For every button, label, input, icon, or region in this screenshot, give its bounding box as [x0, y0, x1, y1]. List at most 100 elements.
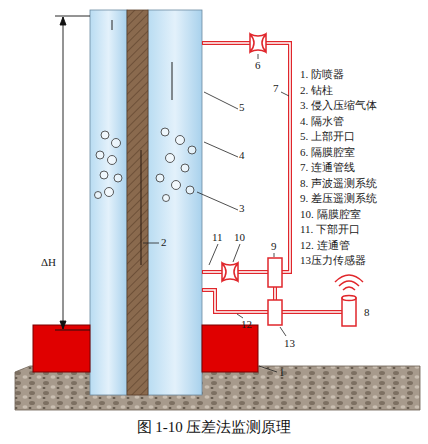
callout-number: 4 — [239, 149, 245, 162]
legend-item: 7. 连通管线 — [300, 161, 355, 174]
diaphragm-chamber — [222, 263, 238, 281]
telemetry-box — [268, 300, 282, 325]
gas-bubbles — [186, 186, 194, 194]
gas-bubbles — [96, 151, 104, 159]
gas-bubbles — [156, 174, 164, 182]
callout-number: 2 — [161, 236, 167, 249]
leader-lines — [237, 314, 243, 318]
diaphragm-chamber — [222, 34, 266, 281]
callout-number: 6 — [255, 59, 261, 72]
acoustic-sensor — [335, 275, 363, 326]
leader-lines — [204, 142, 238, 157]
flow-marks — [172, 62, 173, 100]
leader-lines — [280, 327, 286, 336]
acoustic-sensor — [342, 296, 356, 301]
legend-item: 2. 钻柱 — [300, 84, 333, 97]
leader-lines — [204, 92, 238, 109]
callout-number: 8 — [364, 306, 370, 319]
diaphragm-chamber — [250, 34, 266, 52]
riser-pipe — [90, 10, 127, 395]
diaphragm-chamber — [222, 263, 238, 281]
legend-item: 3. 侵入压缩气体 — [300, 99, 377, 112]
legend-item: 9. 差压遥测系统 — [300, 192, 377, 205]
gas-bubbles — [172, 181, 181, 190]
legend-item: 12. 连通管 — [300, 239, 350, 252]
telemetry-box — [268, 258, 282, 287]
callout-number: 13 — [284, 337, 295, 350]
callout-number: 9 — [271, 240, 277, 253]
leader-lines — [197, 192, 238, 210]
gas-bubbles — [108, 156, 117, 165]
connecting-tubing — [266, 43, 290, 272]
leader-lines — [143, 54, 289, 372]
drill-string — [141, 150, 142, 265]
callout-number: 12 — [241, 318, 252, 331]
connecting-tubing — [282, 311, 342, 313]
leader-lines — [259, 366, 277, 372]
callout-number: 11 — [212, 231, 223, 244]
gas-bubbles — [163, 195, 170, 202]
gas-bubbles — [181, 164, 189, 172]
legend-item: 4. 隔水管 — [300, 115, 344, 128]
leader-lines — [233, 244, 240, 262]
gas-bubbles — [166, 154, 175, 163]
callout-number: 5 — [239, 101, 245, 114]
connecting-tubing — [273, 287, 277, 300]
connecting-tubing — [203, 290, 268, 312]
callout-number: 1 — [279, 366, 285, 379]
telemetry-box — [268, 258, 282, 325]
connecting-tubing — [282, 310, 342, 314]
drill-string — [127, 10, 148, 395]
blowout-preventer — [202, 325, 258, 372]
callout-number: 7 — [273, 82, 279, 95]
connecting-tubing — [203, 271, 222, 273]
legend-item: 5. 上部开口 — [300, 130, 355, 143]
dimension-line — [55, 16, 90, 330]
connecting-tubing — [202, 270, 222, 274]
legend-item: 6. 隔膜腔室 — [300, 146, 355, 159]
seabed — [15, 366, 420, 410]
dimension-line — [55, 330, 90, 331]
acoustic-sensor — [343, 287, 355, 290]
legend-item: 8. 声波遥测系统 — [300, 177, 377, 190]
acoustic-sensor — [342, 298, 356, 326]
connecting-tubing — [274, 287, 276, 300]
gas-bubbles — [114, 174, 122, 182]
callout-number: 10 — [234, 231, 245, 244]
seabed — [15, 366, 420, 410]
connecting-tubing — [203, 42, 250, 44]
dimension-line — [63, 17, 64, 329]
leader-lines — [274, 253, 275, 257]
legend-item: 1. 防喷器 — [300, 68, 344, 81]
gas-bubbles — [112, 139, 121, 148]
gas-bubbles — [161, 128, 169, 136]
connecting-tubing — [202, 290, 268, 312]
gas-bubbles — [100, 171, 108, 179]
legend-item: 10. 隔膜腔室 — [300, 208, 361, 221]
gas-bubbles — [101, 131, 109, 139]
riser-pipe — [148, 10, 202, 395]
gas-bubbles — [95, 192, 102, 199]
dimension-line — [60, 17, 66, 25]
dimension-label: ΔH — [40, 256, 57, 269]
flow-marks — [112, 20, 113, 30]
leader-lines — [258, 54, 259, 59]
dimension-line — [55, 16, 90, 17]
legend-item: 11. 下部开口 — [300, 223, 360, 236]
gas-bubbles — [95, 128, 197, 202]
connecting-tubing — [266, 43, 290, 272]
figure-caption: 图 1-10 压差法监测原理 — [137, 418, 292, 436]
blowout-preventer — [33, 325, 90, 372]
acoustic-sensor — [335, 275, 363, 282]
drill-string — [127, 10, 148, 395]
blowout-preventer — [33, 325, 258, 372]
diaphragm-chamber — [250, 34, 266, 52]
gas-bubbles — [188, 146, 196, 154]
connecting-tubing — [238, 270, 268, 274]
gas-bubbles — [105, 188, 114, 197]
leader-lines — [281, 92, 289, 96]
flow-marks — [112, 20, 172, 100]
gas-bubbles — [176, 136, 185, 145]
connecting-tubing — [202, 41, 250, 45]
